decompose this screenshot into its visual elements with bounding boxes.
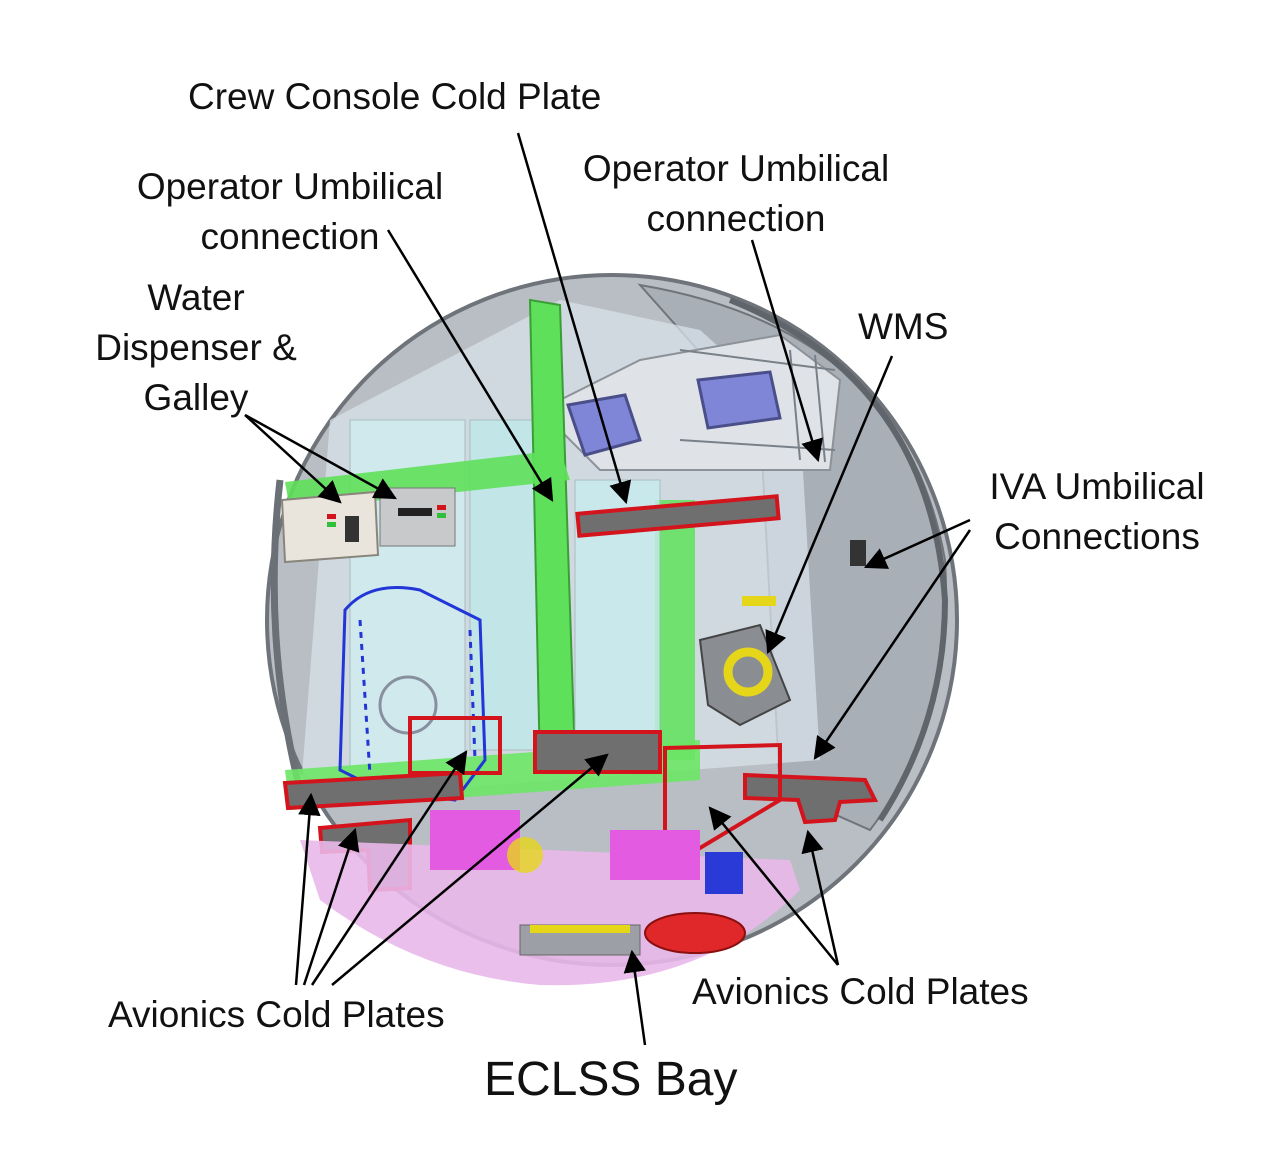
eclss-red-tank — [644, 912, 746, 954]
label-water-line3: Galley — [143, 377, 249, 418]
arrow-avionics-left-2 — [302, 827, 360, 986]
arrow-galley-1 — [244, 414, 342, 504]
galley-slot — [398, 508, 432, 516]
wms-handle — [742, 596, 776, 606]
label-iva-line1: IVA Umbilical — [989, 466, 1205, 507]
galley-led-green-2 — [437, 513, 446, 518]
label-water-dispenser-galley: Water Dispenser & Galley — [76, 273, 316, 423]
console-window-right — [696, 370, 782, 430]
label-iva-umbilical: IVA Umbilical Connections — [962, 462, 1232, 562]
iva-panel — [850, 540, 866, 566]
arrow-galley-2 — [244, 413, 397, 500]
arrow-iva-2 — [813, 529, 972, 760]
label-operator-umbilical-right-line2: connection — [646, 198, 826, 239]
label-crew-console-cold-plate: Crew Console Cold Plate — [188, 76, 602, 117]
label-operator-umbilical-left-line1: Operator Umbilical — [136, 166, 444, 207]
label-water-line1: Water — [147, 277, 245, 318]
label-wms: WMS — [858, 306, 949, 347]
eclss-yellow-disc — [507, 837, 543, 873]
label-operator-umbilical-right: Operator Umbilical connection — [558, 144, 914, 244]
label-operator-umbilical-left: Operator Umbilical connection — [112, 162, 468, 262]
galley-door — [345, 516, 359, 542]
galley-led-red — [327, 514, 336, 519]
crew-console-cold-plate — [575, 494, 781, 538]
seat-frame-inner — [358, 619, 477, 776]
label-eclss-bay: ECLSS Bay — [484, 1053, 738, 1106]
wms-seat-ring — [723, 647, 773, 697]
arrow-avionics-left-4 — [331, 753, 609, 986]
label-water-line2: Dispenser & — [95, 327, 297, 368]
arrow-avionics-right-2 — [801, 829, 840, 966]
galley-led-green — [327, 522, 336, 527]
cold-plate-center — [533, 730, 662, 774]
label-avionics-right: Avionics Cold Plates — [692, 971, 1029, 1012]
arrow-operator-right — [750, 239, 823, 463]
cold-plate-left-1 — [282, 770, 465, 811]
label-iva-line2: Connections — [994, 516, 1200, 557]
arrow-operator-left — [386, 229, 554, 502]
eclss-yellow-strip — [530, 925, 630, 933]
arrow-iva-1 — [863, 518, 971, 569]
galley-led-red-2 — [437, 505, 446, 510]
green-column-right — [655, 500, 695, 760]
arrow-avionics-left-3 — [310, 750, 468, 986]
magenta-block-mid — [610, 830, 700, 880]
arrow-eclss — [623, 949, 647, 1046]
leader-arrows — [244, 132, 972, 1046]
hull-left-rim — [270, 479, 304, 791]
label-operator-umbilical-left-line2: connection — [200, 216, 380, 257]
blue-box — [705, 852, 743, 894]
arrow-wms — [765, 355, 894, 655]
label-avionics-left: Avionics Cold Plates — [108, 994, 445, 1035]
cold-plate-right — [743, 772, 879, 825]
label-operator-umbilical-right-line1: Operator Umbilical — [582, 148, 890, 189]
arrow-avionics-right-1 — [708, 806, 839, 966]
arrow-crew-console — [516, 132, 632, 505]
galley — [280, 487, 456, 564]
arrow-avionics-left-1 — [294, 792, 321, 986]
